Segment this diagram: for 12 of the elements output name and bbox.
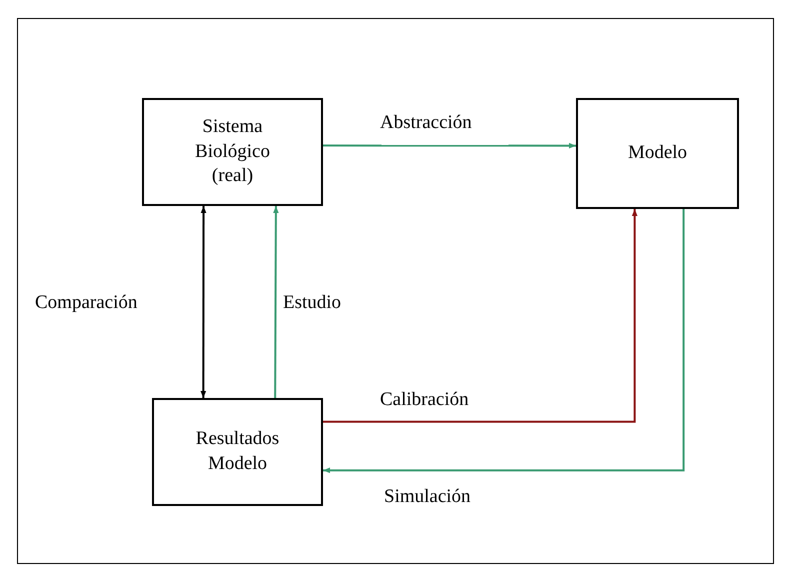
arrow xyxy=(200,206,206,398)
arrow xyxy=(323,209,685,474)
arrow xyxy=(323,209,638,423)
arrow xyxy=(323,142,576,149)
box-label: Sistema Biológico (real) xyxy=(194,114,271,188)
box-label: Resultados Modelo xyxy=(194,427,280,476)
process-box xyxy=(142,98,323,206)
arrow xyxy=(273,206,279,398)
process-box xyxy=(576,98,739,209)
edge-label: Comparación xyxy=(33,292,140,314)
box-label: Modelo xyxy=(628,141,688,166)
process-box xyxy=(152,398,323,506)
